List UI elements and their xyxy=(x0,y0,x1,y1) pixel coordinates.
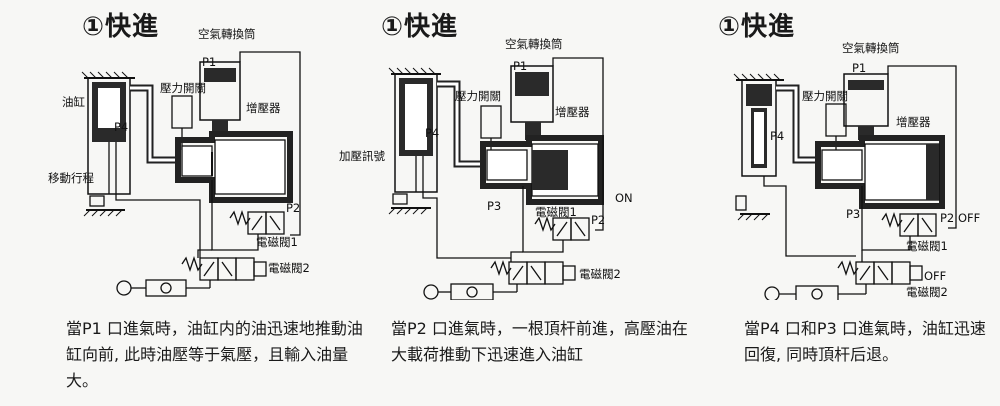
label-p2: P2 xyxy=(591,213,605,227)
label-off-2: OFF xyxy=(924,269,946,283)
label-valve2: 電磁閥2 xyxy=(579,267,621,281)
label-pressure-switch: 壓力開關 xyxy=(455,89,501,103)
panel-description: 當P2 口進氣時，一根頂杆前進，高壓油在大載荷推動下迅速進入油缸 xyxy=(391,319,688,364)
label-air-converter: 空氣轉換筒 xyxy=(505,37,563,51)
label-pressure-switch: 壓力開關 xyxy=(802,89,848,103)
label-p3: P3 xyxy=(487,199,501,213)
panel-description: 當P1 口進氣時，油缸内的油迅速地推動油缸向前, 此時油壓等于氣壓，且輸入油量大… xyxy=(66,319,363,390)
label-air-converter: 空氣轉換筒 xyxy=(198,27,256,41)
label-valve1: 電磁閥1 xyxy=(535,205,577,219)
label-pressure-signal: 加壓訊號 xyxy=(339,149,385,163)
circuit-diagram: 空氣轉換筒 P1 壓力開關 增壓器 P4 P3 P2 OFF 電磁閥1 OFF … xyxy=(733,41,980,300)
label-p2: P2 xyxy=(286,201,300,215)
panel-title: ①快進 xyxy=(381,12,459,42)
panel-title: ①快進 xyxy=(718,12,796,42)
label-off-1: OFF xyxy=(958,211,980,225)
panel-title: ①快進 xyxy=(82,12,160,42)
label-p1: P1 xyxy=(852,61,866,75)
label-move-stroke: 移動行程 xyxy=(48,171,94,185)
label-p4: P4 xyxy=(114,120,128,134)
diagram-panel-3: ①快進 xyxy=(666,0,999,406)
panel-description: 當P4 口和P3 口進氣時，油缸迅速回復, 同時頂杆后退。 xyxy=(744,319,986,364)
label-air-converter: 空氣轉換筒 xyxy=(842,41,900,55)
circuit-diagram: 空氣轉換筒 P1 壓力開關 增壓器 P4 加壓訊號 P3 ON 電磁閥1 P2 … xyxy=(339,37,633,300)
label-pressure-switch: 壓力開關 xyxy=(160,81,206,95)
label-booster: 增壓器 xyxy=(246,101,281,115)
label-p4: P4 xyxy=(425,126,439,140)
label-valve2: 電磁閥2 xyxy=(906,285,948,299)
label-booster: 增壓器 xyxy=(896,115,931,129)
label-p1: P1 xyxy=(513,59,527,73)
diagram-panel-2: ①快進 xyxy=(333,0,688,406)
label-p3: P3 xyxy=(846,207,860,221)
circuit-diagram: 空氣轉換筒 P1 壓力開關 增壓器 油缸 P4 移動行程 P2 電磁閥1 電磁閥… xyxy=(48,27,310,297)
label-p2: P2 xyxy=(940,211,954,225)
label-valve2: 電磁閥2 xyxy=(268,261,310,275)
label-valve1: 電磁閥1 xyxy=(906,239,948,253)
diagram-panel-1: ①快進 xyxy=(0,0,363,406)
label-on: ON xyxy=(615,191,633,205)
label-valve1: 電磁閥1 xyxy=(256,235,298,249)
label-booster: 增壓器 xyxy=(555,105,590,119)
label-oil-cylinder: 油缸 xyxy=(62,95,85,109)
label-p1: P1 xyxy=(202,55,216,69)
label-p4: P4 xyxy=(770,129,784,143)
